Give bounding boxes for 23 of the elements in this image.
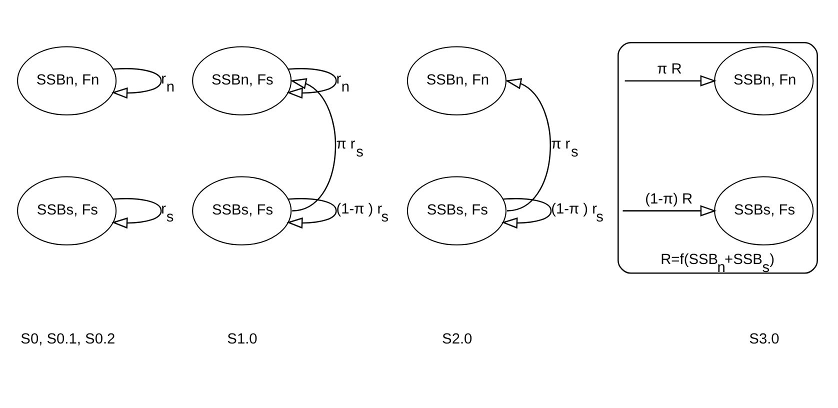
node-ellipse: SSBs, Fs [714,176,814,246]
label: S1.0 [227,332,258,348]
arrow [622,205,716,216]
node-ellipse: SSBn, Fs [192,46,292,116]
label: S3.0 [749,332,780,348]
node-ellipse: SSBs, Fs [192,176,292,246]
edge-label: π R [657,62,682,78]
arrow [112,68,162,99]
label: S2.0 [442,332,472,348]
arrow [624,75,716,86]
arrow [505,78,551,212]
arrow [501,198,552,229]
node-ellipse: SSBn, Fn [17,46,117,116]
edge-label: (1-π) R [645,192,693,208]
arrow [112,198,162,229]
arrow [290,78,336,212]
label: S0, S0.1, S0.2 [20,332,116,348]
node-ellipse: SSBs, Fs [406,176,507,246]
node-ellipse: SSBs, Fs [17,176,117,246]
node-ellipse: SSBn, Fn [714,46,814,116]
arrow [286,68,337,99]
arrow [286,198,337,229]
node-ellipse: SSBn, Fn [406,46,507,116]
